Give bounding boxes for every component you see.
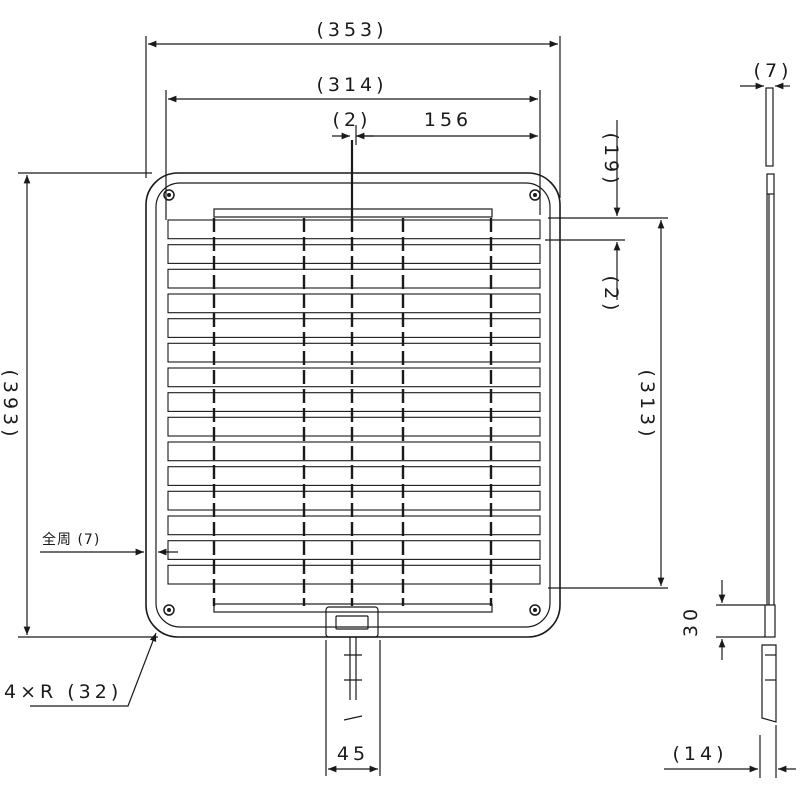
pull-handle xyxy=(325,606,379,721)
dim-top-margin: (19) xyxy=(600,132,622,187)
dim-center-offset: (2) xyxy=(333,109,372,131)
grille-slat xyxy=(167,244,541,264)
front-view xyxy=(145,140,561,721)
dim-thickness: (7) xyxy=(754,60,793,82)
side-view xyxy=(664,82,796,778)
grille-slat xyxy=(167,392,541,412)
dim-handle-height: 30 xyxy=(680,605,702,637)
dim-handle-width: 45 xyxy=(337,743,369,765)
grille-slat xyxy=(167,466,541,486)
grille-slat xyxy=(167,367,541,388)
dim-overall-width: (353) xyxy=(316,19,387,41)
dim-side-gap: (2) xyxy=(600,276,622,315)
grille-slat xyxy=(167,342,541,363)
dimension-lines xyxy=(18,36,668,776)
grille-slat xyxy=(167,564,541,585)
dim-grille-height: (313) xyxy=(636,369,658,440)
grille-slat xyxy=(167,490,541,511)
grille-slat xyxy=(167,515,541,536)
dim-perimeter-note: 全周 (7) xyxy=(42,531,100,548)
dim-handle-depth: (14) xyxy=(672,743,727,765)
grille-slat xyxy=(167,268,541,289)
dim-grille-width: (314) xyxy=(316,74,387,96)
dim-overall-height: (393) xyxy=(0,369,21,440)
dim-corner-radius: 4×R (32) xyxy=(4,681,122,703)
dim-half-width: 156 xyxy=(424,109,472,131)
grille-slat xyxy=(167,318,541,338)
screw-holes xyxy=(163,189,541,616)
grille-slats xyxy=(167,219,541,585)
grille-slat xyxy=(167,540,541,560)
grille-slat xyxy=(167,441,541,462)
grille-ribs xyxy=(212,218,493,606)
grille-slat xyxy=(167,219,541,240)
grille-slat xyxy=(167,293,541,314)
grille-slat xyxy=(167,416,541,437)
